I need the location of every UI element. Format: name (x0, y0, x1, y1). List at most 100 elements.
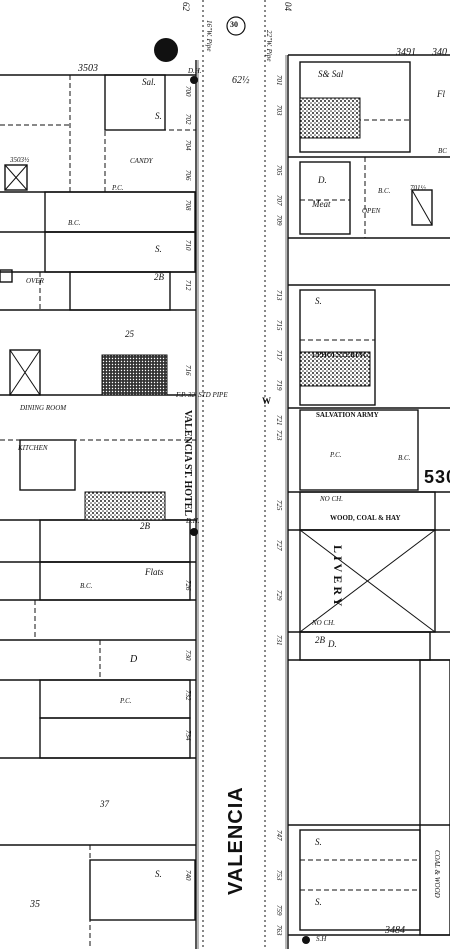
page-ref-circle (226, 16, 246, 36)
left-lot-number: 3503½ (10, 156, 30, 164)
label-s-2: S. (155, 244, 162, 254)
water-pipe-note: 22"W. Pipe (265, 30, 273, 62)
label-bc-right: B.C. (378, 187, 391, 195)
fireproof-building (101, 354, 168, 396)
left-block-number: 3503 (78, 63, 98, 74)
label-wood-coal-hay: WOOD, COAL & HAY (330, 514, 401, 522)
address-number: 730 (184, 650, 192, 661)
address-number: 726 (184, 580, 192, 591)
label-kitchen: KITCHEN (18, 444, 48, 452)
label-bc-right-2: B.C. (398, 454, 411, 462)
label-sh: S.H (316, 935, 327, 943)
water-pipe-note-left: 16"W. Pipe (205, 20, 213, 52)
label-pc-2: P.C. (120, 697, 132, 705)
bottom-block-number: 3484 (385, 925, 405, 936)
label-2b-a: 2B (154, 272, 164, 282)
address-number: 712 (184, 280, 192, 291)
label-d-right-2: D. (328, 639, 337, 649)
label-upholstering: UPHOLSTERING (312, 351, 369, 359)
left-block (0, 60, 199, 949)
address-number: 713 (275, 290, 283, 301)
address-number: 708 (184, 200, 192, 211)
address-number: 710 (184, 240, 192, 251)
address-number: 717 (275, 350, 283, 361)
address-number: 721 (275, 415, 283, 426)
upholstering-building (299, 351, 371, 387)
label-meat: Meat (312, 199, 331, 209)
address-number: 704 (184, 140, 192, 151)
brick-building (84, 491, 166, 521)
label-s-1: S. (155, 111, 162, 121)
label-candy: CANDY (130, 157, 153, 165)
right-block (285, 54, 450, 949)
label-d-left: D (130, 654, 138, 665)
label-s-sal: S& Sal (318, 69, 344, 79)
hydrant-small-marker (190, 76, 198, 84)
hydrant-marker (154, 38, 178, 62)
label-no-ch-2: NO CH. (312, 619, 335, 627)
corner-number-left: 62 (181, 2, 191, 11)
label-salvation-army: SALVATION ARMY (316, 411, 379, 419)
right-block-number-2: 340 (432, 47, 447, 58)
label-fl: Flats (145, 567, 164, 577)
address-number: 732 (184, 690, 192, 701)
label-25: 25 (125, 329, 134, 339)
label-d-right-1: D. (318, 175, 327, 185)
address-number: 759 (275, 905, 283, 916)
label-bc-1: B.C. (68, 219, 81, 227)
address-number: 725 (275, 500, 283, 511)
address-number: 740 (184, 870, 192, 881)
label-701-half: 701½ (410, 184, 426, 192)
address-number: 729 (275, 590, 283, 601)
label-s-right-3: S. (315, 897, 322, 907)
label-dh-top: D.H. (188, 67, 202, 75)
label-s-right-2: S. (315, 837, 322, 847)
corner-number-right: 04 (283, 2, 293, 11)
label-2b-right: 2B (315, 635, 325, 645)
address-number: 747 (275, 830, 283, 841)
address-number: 706 (184, 170, 192, 181)
compass-west: W (262, 396, 271, 406)
address-number: 719 (275, 380, 283, 391)
street-dashes (202, 0, 266, 949)
label-open: OPEN (362, 207, 381, 215)
label-s-3: S. (155, 869, 162, 879)
label-dh-mid: D.H. (186, 517, 200, 525)
hydrant-small-marker (190, 528, 198, 536)
label-livery: LIVERY (331, 545, 345, 610)
address-number: 705 (275, 165, 283, 176)
address-number: 703 (275, 105, 283, 116)
label-2b-b: 2B (140, 521, 150, 531)
label-coal-wood: COAL & WOOD (433, 850, 441, 898)
page-ref-number: 30 (230, 20, 238, 29)
label-dining-room: DINING ROOM (20, 404, 67, 412)
label-bc-short: BC (438, 147, 447, 155)
address-number: 709 (275, 215, 283, 226)
hydrant-small-marker (302, 936, 310, 944)
hotel-name: VALENCIA ST. HOTEL (182, 410, 193, 517)
address-number: 702 (184, 114, 192, 125)
address-number: 763 (275, 925, 283, 936)
address-number: 734 (184, 730, 192, 741)
label-35: 35 (30, 899, 40, 910)
label-s-right-1: S. (315, 296, 322, 306)
address-number: 700 (184, 86, 192, 97)
label-sal: Sal. (142, 77, 156, 87)
address-number: 731 (275, 635, 283, 646)
label-pc-1: P.C. (112, 184, 124, 192)
street-name: VALENCIA (225, 786, 247, 895)
fire-escape-note: F.P. 32' STD PIPE (176, 391, 228, 399)
label-pc-right: P.C. (330, 451, 342, 459)
label-over: OVER (26, 277, 44, 285)
label-fl-right: Fl (437, 89, 445, 99)
address-number: 753 (275, 870, 283, 881)
label-bc-2: B.C. (80, 582, 93, 590)
address-number: 727 (275, 540, 283, 551)
address-number: 707 (275, 195, 283, 206)
address-number: 716 (184, 365, 192, 376)
right-block-number: 3491 (396, 47, 416, 58)
corner-block-number: 530 (424, 467, 450, 487)
brick-building-right (299, 97, 361, 139)
